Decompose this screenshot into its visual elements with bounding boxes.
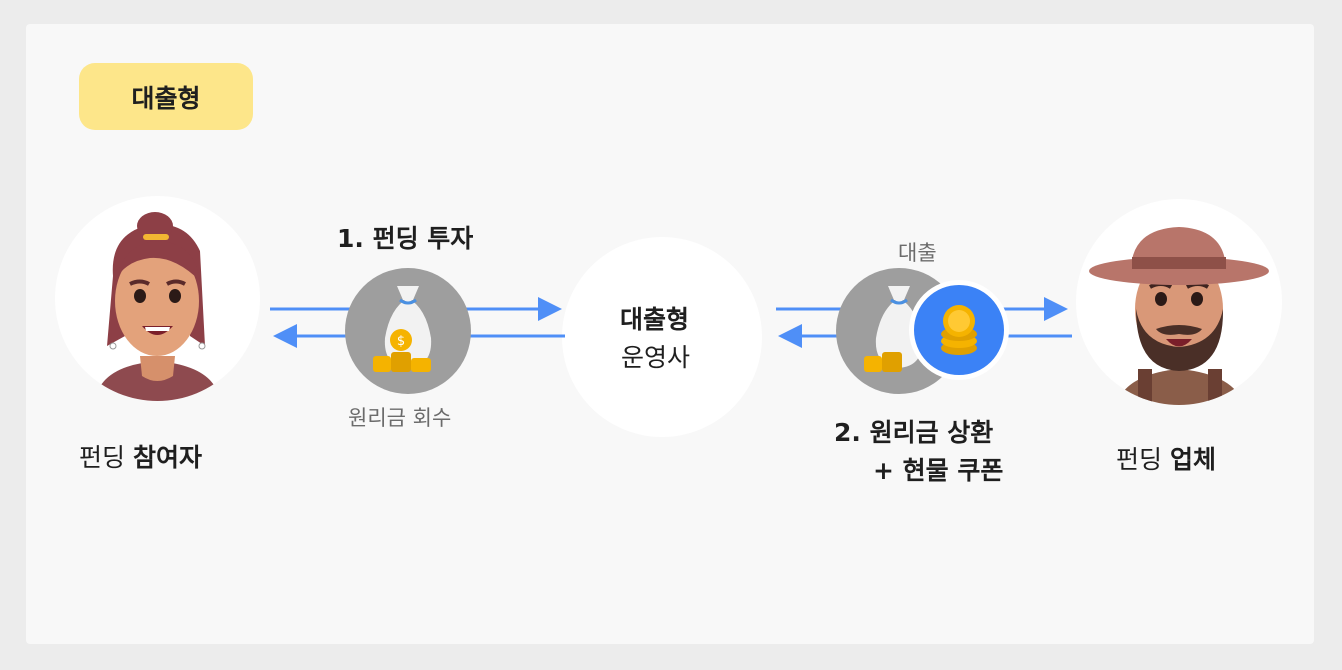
coin-disc	[909, 280, 1009, 380]
operator-circle	[562, 237, 762, 437]
operator-line1: 대출형	[620, 305, 690, 334]
right-top-label: 대출	[898, 241, 937, 265]
company-label-bold: 업체	[1169, 445, 1216, 474]
participant-label: 펀딩 참여자	[79, 438, 202, 474]
woman-avatar-icon	[95, 212, 220, 401]
badge-label: 대출형	[131, 83, 201, 113]
money-bag-icon: $	[373, 286, 432, 372]
participant-avatar	[55, 196, 260, 401]
coin-stack-icon	[941, 305, 977, 355]
company-label: 펀딩 업체	[1116, 440, 1216, 476]
company-avatar	[1076, 199, 1282, 405]
man-with-hat-avatar-icon	[1089, 227, 1269, 405]
right-bottom-line1: 2. 원리금 상환	[834, 418, 994, 447]
participant-label-bold: 참여자	[132, 443, 202, 472]
svg-text:$: $	[397, 334, 405, 349]
participant-label-normal: 펀딩	[79, 443, 133, 472]
left-top-label: 1. 펀딩 투자	[337, 224, 474, 253]
left-money-bag-circle: $	[345, 268, 471, 394]
operator-line2: 운영사	[621, 343, 691, 372]
left-bottom-label: 원리금 회수	[348, 406, 452, 430]
company-label-normal: 펀딩	[1116, 445, 1170, 474]
loan-type-badge: 대출형	[79, 63, 253, 130]
right-bottom-line2: + 현물 쿠폰	[873, 456, 1004, 485]
